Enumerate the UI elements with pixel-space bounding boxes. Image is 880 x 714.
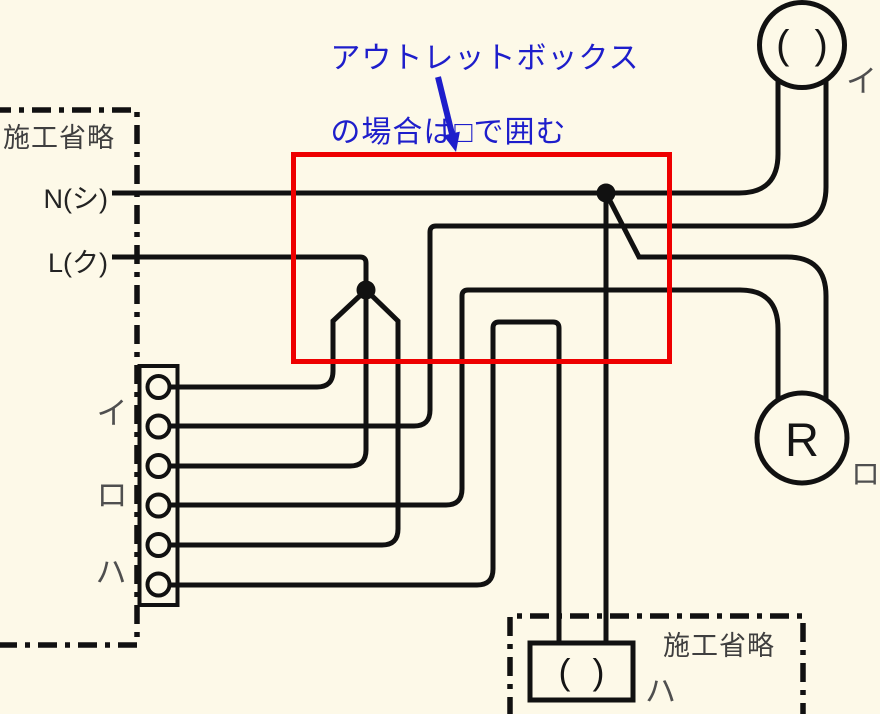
switch-terminal-strip [137,364,180,607]
lamp-r-label: ロ [851,459,880,491]
outlet-box-highlight-rect [291,152,672,364]
switch-i-label: イ [96,396,128,431]
switch-ha-label: ハ [95,555,127,590]
wire-live-to-switch-ro [170,292,369,469]
wire-live-to-switch-i [170,288,368,390]
switch-ro-label: ロ [96,478,128,513]
wire-switch-ro-return-to-lamp-r [170,287,781,508]
outlet-box-annotation: アウトレットボックス の場合は□で囲む [293,3,639,188]
wire-switch-ha-return-to-lamp-ha [170,319,562,643]
top-left-region-label: 施工省略 [3,123,115,153]
live-feed-label: L(ク) [48,248,108,278]
terminal-circle-1 [145,374,172,400]
lamp-r-circle [754,390,850,486]
top-left-omitted-region-border [0,107,140,648]
terminal-circle-2 [145,413,172,440]
bottom-omitted-region-border [507,613,806,714]
wire-neutral-to-lamp-r [603,191,829,401]
terminal-circle-5 [145,532,172,558]
junction-dot-live [356,280,376,300]
lamp-ha-symbol: ( ) [558,651,611,692]
annotation-arrow-head-icon [443,131,460,152]
annotation-line-2: の場合は□で囲む [330,116,567,149]
annotation-arrow-line [435,76,455,135]
wire-live-to-switch-ha [170,288,401,548]
wire-live-feed [112,254,369,281]
lamp-i-symbol: ( ) [776,23,835,67]
lamp-ha-box [527,640,636,703]
annotation-line-1: アウトレットボックス [330,42,640,75]
lamp-ha-label: ハ [645,674,676,709]
neutral-feed-label: N(シ) [43,184,108,214]
terminal-circle-4 [145,492,172,519]
wire-switch-i-return-to-lamp-i [170,81,829,429]
terminal-circle-6 [145,571,172,598]
lamp-i-label: イ [846,64,877,99]
junction-dot-neutral [596,183,616,203]
bottom-region-label: 施工省略 [663,631,775,661]
wire-neutral-to-lamp-i [112,81,781,196]
terminal-circle-3 [145,453,172,479]
lamp-i-circle [757,0,847,90]
lamp-r-symbol: R [785,413,819,466]
